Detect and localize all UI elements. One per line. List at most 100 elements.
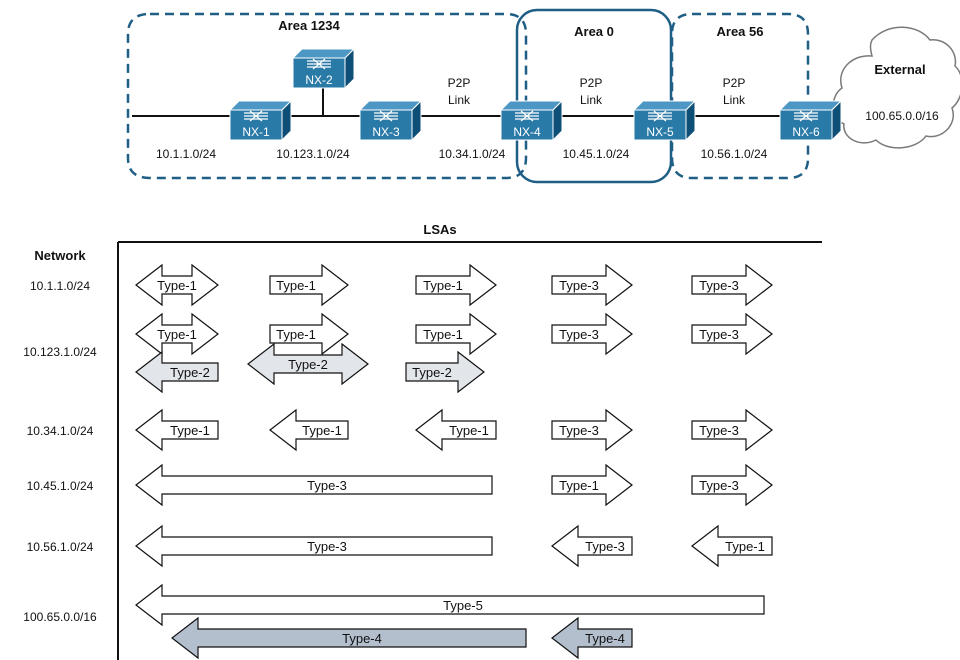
router-top-face <box>499 100 564 111</box>
lsa-table: LSAs Network 10.1.1.0/2410.123.1.0/2410.… <box>23 222 822 660</box>
router-top-face <box>632 100 697 111</box>
router-label: NX-6 <box>792 125 820 139</box>
p2p-link-2-line2: Link <box>580 93 603 107</box>
lsa-arrow-type-3: Type-3 <box>551 524 633 568</box>
switch-icon <box>648 110 672 122</box>
lsa-arrow-type-1: Type-1 <box>269 263 349 307</box>
router-nx5: NX-5 <box>632 99 697 142</box>
subnet-label-10-45-1: 10.45.1.0/24 <box>563 147 630 161</box>
topology-labels: 10.1.1.0/24 10.123.1.0/24 10.34.1.0/24 1… <box>156 76 768 161</box>
network-label: 10.34.1.0/24 <box>27 424 94 438</box>
network-label: 100.65.0.0/16 <box>23 610 97 624</box>
lsa-arrow-type-1: Type-1 <box>135 263 219 307</box>
arrow-label: Type-1 <box>157 278 197 293</box>
arrow-label: Type-1 <box>725 539 765 554</box>
network-label: 10.56.1.0/24 <box>27 540 94 554</box>
router-nx4: NX-4 <box>499 99 564 142</box>
lsa-arrow-type-5: Type-5 <box>135 583 765 627</box>
arrow-shape <box>551 312 633 356</box>
arrow-label: Type-4 <box>585 631 625 646</box>
switch-icon <box>244 110 268 122</box>
arrow-label: Type-3 <box>559 278 599 293</box>
arrow-shape <box>135 312 219 356</box>
p2p-link-1-line1: P2P <box>448 76 471 90</box>
arrow-label: Type-5 <box>443 598 483 613</box>
lsa-arrow-type-4: Type-4 <box>171 616 527 660</box>
router-front-face <box>292 57 346 89</box>
arrow-shape <box>269 263 349 307</box>
switch-icon <box>515 110 539 122</box>
arrow-shape <box>551 408 633 452</box>
lsa-arrow-type-2: Type-2 <box>135 350 219 394</box>
switch-icon <box>307 58 331 70</box>
arrow-shape <box>405 350 485 394</box>
external-label: External <box>874 62 925 77</box>
arrow-label: Type-3 <box>699 327 739 342</box>
p2p-link-3-line2: Link <box>723 93 746 107</box>
router-nx3: NX-3 <box>358 99 423 142</box>
lsa-arrow-type-1: Type-1 <box>135 408 219 452</box>
subnet-label-10-123-1: 10.123.1.0/24 <box>276 147 350 161</box>
lsa-arrow-type-3: Type-3 <box>691 312 773 356</box>
arrow-shape <box>135 263 219 307</box>
subnet-label-10-1-1: 10.1.1.0/24 <box>156 147 216 161</box>
network-label: 10.45.1.0/24 <box>27 479 94 493</box>
arrow-shape <box>135 408 219 452</box>
arrow-label: Type-1 <box>276 327 316 342</box>
lsa-arrow-type-1: Type-1 <box>551 463 633 507</box>
arrow-label: Type-2 <box>288 357 328 372</box>
arrow-label: Type-1 <box>157 327 197 342</box>
arrow-shape <box>415 408 497 452</box>
arrow-shape <box>551 463 633 507</box>
router-front-face <box>229 109 283 141</box>
cloud-shape <box>832 26 960 149</box>
area-boundaries: Area 1234 Area 0 Area 56 <box>126 8 810 184</box>
lsa-arrow-type-1: Type-1 <box>269 408 349 452</box>
arrow-label: Type-3 <box>699 423 739 438</box>
arrow-label: Type-4 <box>342 631 382 646</box>
external-subnet: 100.65.0.0/16 <box>865 109 939 123</box>
area-1234-boundary <box>126 12 528 180</box>
arrow-shape <box>691 312 773 356</box>
lsa-arrow-type-3: Type-3 <box>691 408 773 452</box>
lsa-arrow-type-1: Type-1 <box>135 312 219 356</box>
router-top-face <box>778 100 843 111</box>
lsa-arrow-type-3: Type-3 <box>691 463 773 507</box>
arrow-label: Type-1 <box>423 278 463 293</box>
arrow-label: Type-3 <box>307 478 347 493</box>
external-cloud: External 100.65.0.0/16 <box>832 26 960 149</box>
arrow-label: Type-3 <box>585 539 625 554</box>
lsa-arrow-type-3: Type-3 <box>551 263 633 307</box>
lsa-arrow-type-1: Type-1 <box>415 263 497 307</box>
arrow-label: Type-2 <box>412 365 452 380</box>
arrow-shape <box>691 463 773 507</box>
router-top-face <box>358 100 423 111</box>
subnet-label-10-34-1: 10.34.1.0/24 <box>439 147 506 161</box>
arrow-shape <box>691 524 773 568</box>
switch-icon <box>374 110 398 122</box>
arrow-shape <box>415 263 497 307</box>
arrow-label: Type-1 <box>302 423 342 438</box>
lsa-arrow-type-2: Type-2 <box>247 342 369 386</box>
lsa-arrow-type-1: Type-1 <box>691 524 773 568</box>
arrow-label: Type-3 <box>699 478 739 493</box>
arrow-label: Type-1 <box>170 423 210 438</box>
lsa-arrow-type-2: Type-2 <box>405 350 485 394</box>
arrow-shape <box>551 263 633 307</box>
lsa-arrow-type-1: Type-1 <box>415 312 497 356</box>
arrow-shape <box>135 463 493 507</box>
router-nx1: NX-1 <box>228 99 293 142</box>
lsa-arrow-type-3: Type-3 <box>691 263 773 307</box>
lsa-arrow-type-3: Type-3 <box>551 408 633 452</box>
lsa-table-title: LSAs <box>423 222 456 237</box>
arrow-shape <box>171 616 527 660</box>
router-top-face <box>228 100 293 111</box>
area-1234-label: Area 1234 <box>278 18 340 33</box>
arrow-label: Type-1 <box>423 327 463 342</box>
arrow-shape <box>691 263 773 307</box>
router-label: NX-5 <box>646 125 674 139</box>
router-nx2: NX-2 <box>291 47 356 90</box>
